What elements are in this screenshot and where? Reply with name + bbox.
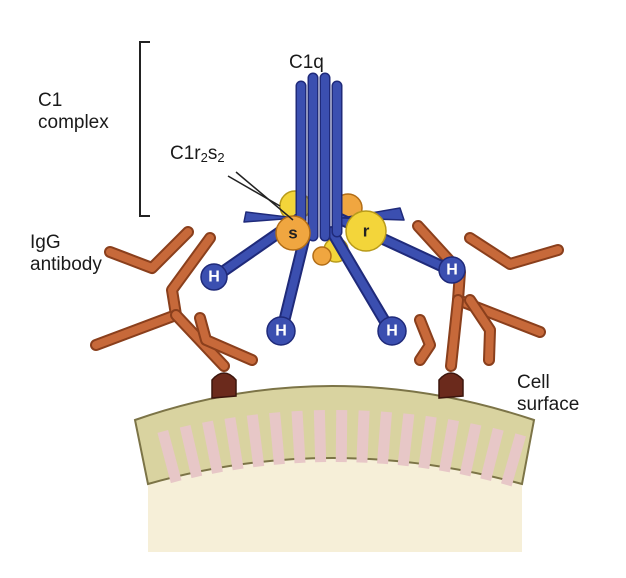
igg-antibodies bbox=[90, 220, 564, 372]
c1r2s2-label-main: C1r bbox=[170, 143, 201, 164]
membrane-stripe bbox=[246, 414, 265, 468]
membrane-stripe bbox=[377, 411, 392, 465]
c1s-orange-bottom bbox=[312, 246, 332, 266]
antibody-left bbox=[90, 226, 258, 372]
c1q-head bbox=[200, 263, 228, 291]
c1q-blade bbox=[243, 211, 297, 223]
cell-surface-label-line2: surface bbox=[517, 394, 580, 415]
c1-complex-label-line1: C1 bbox=[38, 90, 63, 111]
c1s-circle bbox=[275, 215, 311, 251]
c1r-letter: r bbox=[363, 222, 370, 241]
membrane-stripe bbox=[501, 433, 526, 487]
c1q-head bbox=[438, 256, 466, 284]
c1q: H H H H bbox=[200, 72, 466, 346]
c1q-head bbox=[377, 316, 407, 346]
c1q-head-letter: H bbox=[446, 262, 458, 279]
c1r2s2-label-sub1: 2 bbox=[200, 150, 208, 165]
c1-complex-bracket bbox=[139, 41, 150, 217]
igg-antibody-label-line1: IgG bbox=[30, 232, 61, 253]
c1r-circle bbox=[345, 210, 387, 252]
c1q-label: C1q bbox=[289, 52, 324, 73]
c1q-head-letter: H bbox=[208, 269, 220, 286]
c1q-globular-heads: H H H H bbox=[200, 256, 466, 346]
c1q-stalk bbox=[295, 72, 343, 242]
c1-complex-label: C1 complex bbox=[38, 90, 109, 134]
c1s-c1r-labeled: s r bbox=[275, 210, 387, 252]
membrane-stripe bbox=[179, 424, 203, 479]
membrane-stripe bbox=[397, 413, 415, 467]
antibody-right bbox=[412, 220, 564, 372]
igg-antibody-label: IgG antibody bbox=[30, 232, 102, 276]
cell-surface-label-line1: Cell bbox=[517, 372, 550, 393]
membrane-stripe bbox=[335, 409, 348, 463]
membrane-stripe bbox=[356, 410, 370, 463]
c1r2s2-pointer-lines bbox=[227, 171, 294, 221]
c1q-head-letter: H bbox=[386, 323, 398, 340]
membrane-stripe bbox=[202, 420, 223, 474]
c1q-arm bbox=[278, 228, 310, 334]
cell bbox=[133, 385, 536, 552]
c1s-letter: s bbox=[288, 224, 297, 243]
surface-antigens bbox=[211, 372, 464, 399]
membrane-stripe bbox=[313, 410, 327, 463]
membrane-stripe bbox=[224, 417, 244, 471]
membrane-stripe bbox=[418, 415, 437, 469]
igg-antibody-label-line2: antibody bbox=[30, 254, 102, 275]
membrane-stripe bbox=[291, 410, 306, 464]
c1q-head bbox=[266, 316, 296, 346]
c1-complex-label-line2: complex bbox=[38, 112, 109, 133]
antigen-left bbox=[211, 372, 237, 399]
membrane-stripe bbox=[157, 429, 182, 484]
c1r2s2-label-sub2: 2 bbox=[217, 150, 225, 165]
membrane-stripe bbox=[480, 427, 504, 482]
membrane-stripes bbox=[157, 409, 526, 487]
c1r2s2-label-mid: s bbox=[207, 143, 218, 164]
membrane-stripe bbox=[459, 423, 482, 477]
c1q-arm bbox=[328, 228, 394, 334]
membrane-stripe bbox=[269, 412, 285, 465]
c1r2s2-label: C1r2s2 bbox=[170, 143, 225, 169]
c1q-head-letter: H bbox=[275, 323, 287, 340]
membrane-stripe bbox=[438, 419, 460, 473]
antigen-right bbox=[438, 372, 464, 399]
cell-surface-label: Cell surface bbox=[517, 372, 579, 416]
